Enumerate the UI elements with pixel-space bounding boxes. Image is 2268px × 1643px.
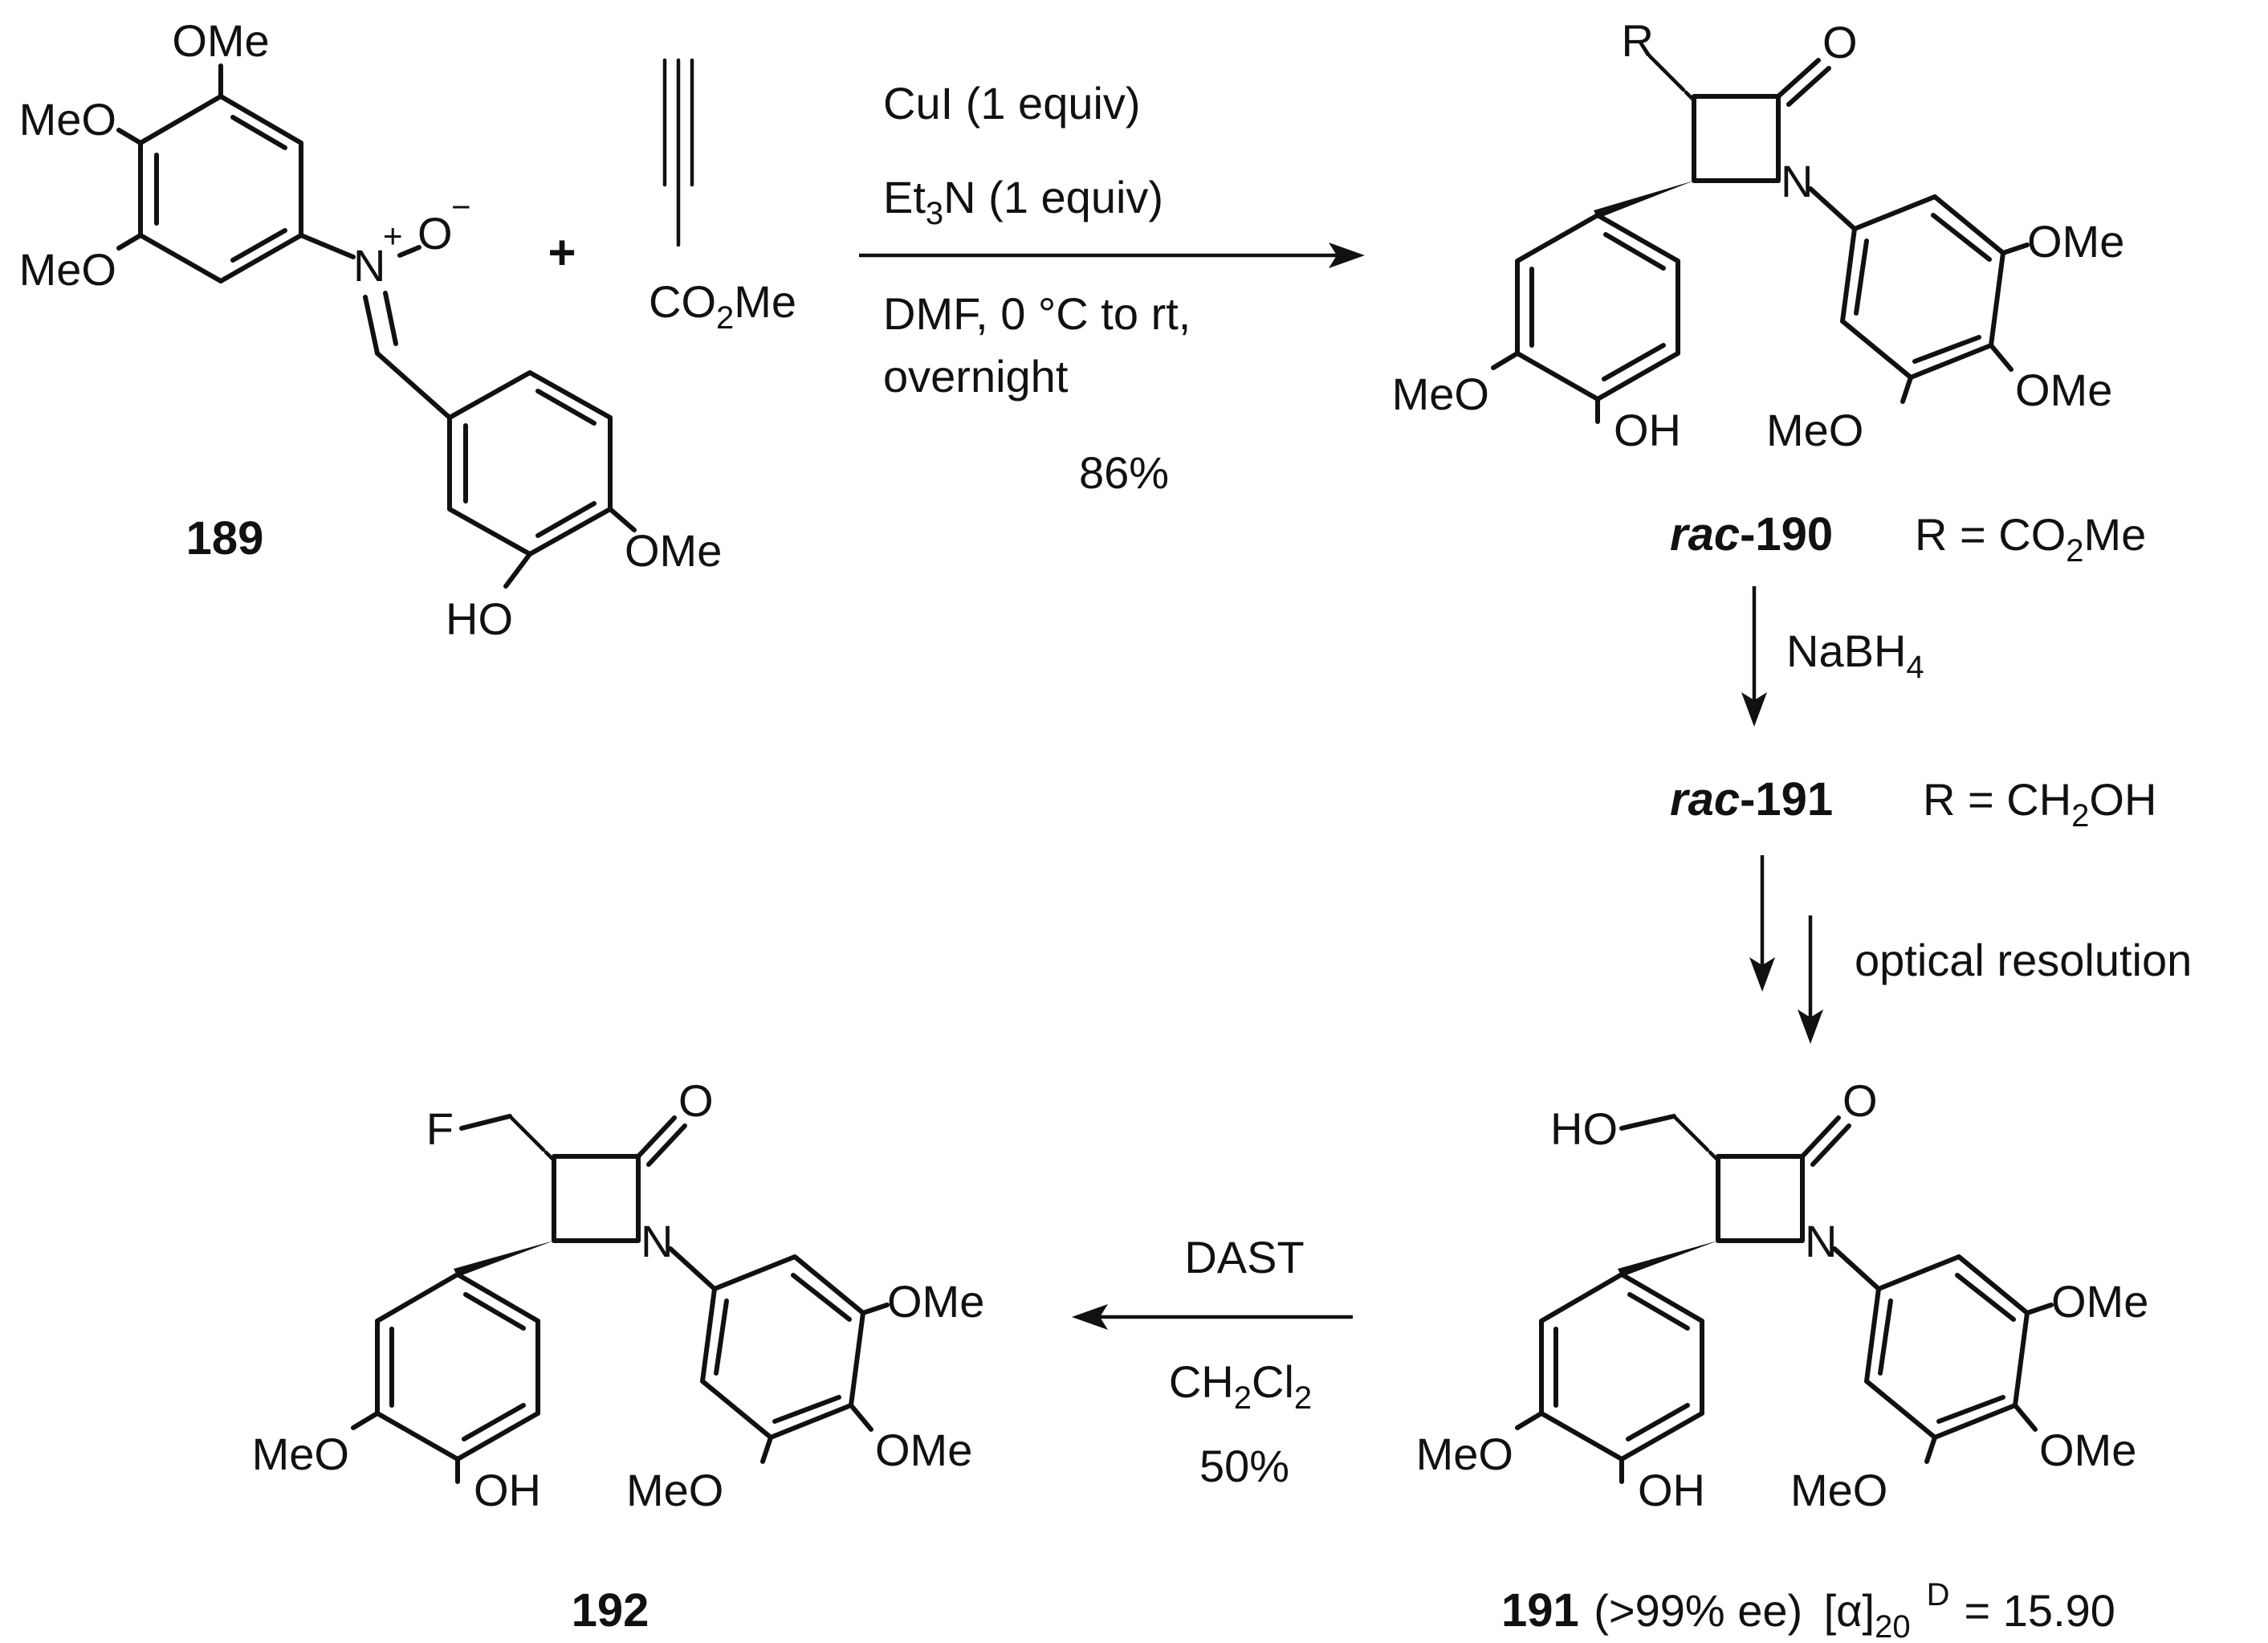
- ome-top-label: OMe: [172, 15, 269, 66]
- compound-191-caption: 191 (>99% ee) [α]20D= 15.90: [1501, 1577, 2115, 1643]
- ho-label: HO: [1550, 1103, 1618, 1154]
- optical-resolution-label: optical resolution: [1855, 935, 2192, 985]
- oh-label: OH: [1638, 1465, 1705, 1515]
- ome-2-label: OMe: [875, 1425, 972, 1475]
- ome-1-label: OMe: [887, 1276, 984, 1327]
- meo-lower-label: MeO: [19, 244, 116, 295]
- ome-1-label: OMe: [2051, 1276, 2148, 1327]
- meo-ring-label: MeO: [1766, 405, 1863, 455]
- ester-label: CO2Me: [649, 276, 796, 336]
- reagent-cui: CuI (1 equiv): [883, 78, 1141, 128]
- solvent-ch2cl2: CH2Cl2: [1169, 1356, 1312, 1416]
- nitrone-o-label: O: [417, 208, 453, 259]
- meo-upper-label: MeO: [19, 94, 116, 145]
- reagent-nabh4: NaBH4: [1786, 626, 1924, 685]
- oh-label: OH: [474, 1465, 541, 1515]
- plus-sign: +: [548, 226, 576, 279]
- step4-yield: 50%: [1199, 1441, 1289, 1491]
- f-label: F: [426, 1103, 454, 1154]
- hashed-bond-r: [1647, 54, 1696, 103]
- methyl-propiolate: CO2Me: [649, 58, 796, 336]
- ome-right-label: OMe: [625, 525, 722, 576]
- compound-192-id: 192: [572, 1584, 649, 1637]
- o-minus-charge: −: [451, 188, 471, 226]
- meo-left-label: MeO: [1416, 1429, 1513, 1479]
- n-plus-charge: +: [383, 217, 403, 255]
- step-1: CuI (1 equiv) Et3N (1 equiv) DMF, 0 °C t…: [859, 78, 1365, 498]
- ome-1-label: OMe: [2027, 216, 2124, 267]
- compound-191: HO O N OMe OMe MeO MeO OH 191 (>99% ee) …: [1416, 1075, 2149, 1643]
- compound-rac-191: rac-191 R = CH2OH: [1670, 773, 2156, 834]
- compound-rac-190: R O N OMe OMe MeO MeO OH rac-190 R = CO2…: [1392, 15, 2147, 569]
- compound-192: F O N OMe OMe MeO MeO OH 192: [252, 1075, 985, 1637]
- meo-ring-label: MeO: [1790, 1465, 1887, 1515]
- reagent-dast: DAST: [1184, 1232, 1304, 1282]
- lactam-n-label: N: [1781, 156, 1813, 206]
- lactam-n-label: N: [1805, 1216, 1837, 1266]
- ome-2-label: OMe: [2039, 1425, 2136, 1475]
- lactam-n-label: N: [641, 1216, 673, 1266]
- compound-rac-190-id: rac-190: [1670, 508, 1833, 561]
- carbonyl-o-label: O: [1842, 1075, 1878, 1126]
- meo-left-label: MeO: [252, 1429, 349, 1479]
- r-definition-190: R = CO2Me: [1915, 509, 2146, 569]
- conditions-line-1: DMF, 0 °C to rt,: [883, 288, 1191, 339]
- carbonyl-o-label: O: [678, 1075, 714, 1126]
- step-2: NaBH4: [1741, 586, 1924, 727]
- meo-ring-label: MeO: [626, 1465, 723, 1515]
- step-3: optical resolution: [1749, 855, 2192, 1044]
- ome-2-label: OMe: [2015, 365, 2112, 415]
- compound-189: OMe MeO MeO N + O − OMe HO 189: [19, 15, 723, 644]
- step-4: DAST CH2Cl2 50%: [1072, 1232, 1353, 1491]
- hashed-bond-ch2f: [507, 1114, 556, 1163]
- r-definition-191: R = CH2OH: [1923, 774, 2156, 834]
- nitrone-n-label: N: [353, 240, 385, 291]
- r-label: R: [1622, 15, 1654, 66]
- compound-189-id: 189: [186, 512, 264, 565]
- conditions-line-2: overnight: [883, 351, 1069, 402]
- reagent-et3n: Et3N (1 equiv): [883, 172, 1163, 231]
- carbonyl-o-label: O: [1822, 17, 1858, 67]
- oh-label: OH: [1614, 405, 1681, 455]
- meo-left-label: MeO: [1392, 369, 1489, 419]
- hashed-bond-ch2oh: [1671, 1114, 1720, 1163]
- compound-rac-191-id: rac-191: [1670, 773, 1833, 826]
- step1-yield: 86%: [1079, 447, 1169, 498]
- ho-label: HO: [446, 593, 513, 644]
